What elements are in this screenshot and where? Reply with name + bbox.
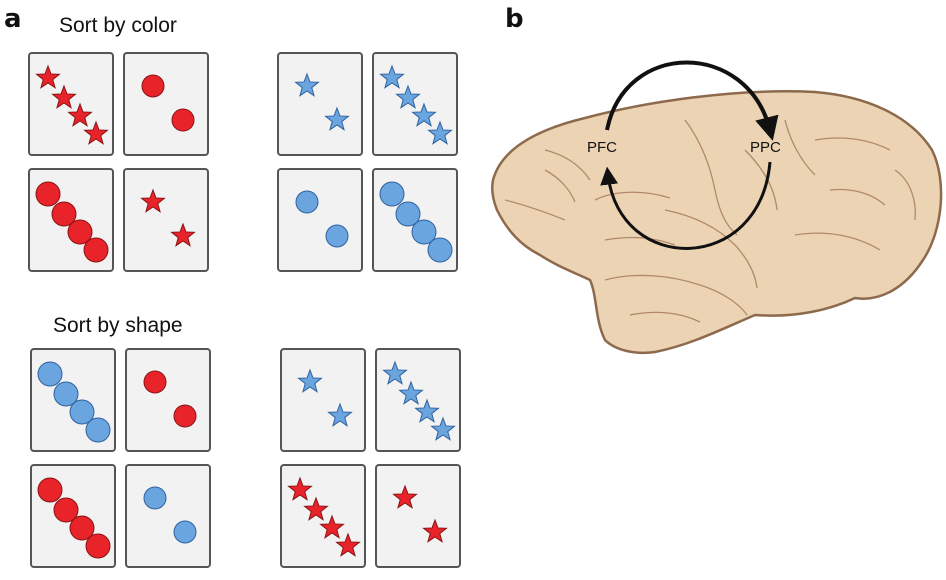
card-symbols xyxy=(392,484,448,543)
red-circle-symbol xyxy=(141,74,165,98)
blue-star-symbol xyxy=(414,398,440,423)
card xyxy=(280,348,366,452)
card xyxy=(28,168,114,272)
red-circle-symbol xyxy=(83,237,109,263)
blue-star-symbol xyxy=(294,72,320,97)
blue-star-symbol xyxy=(395,84,421,109)
card-symbols xyxy=(294,72,350,131)
card-symbols xyxy=(141,74,195,132)
blue-star-symbol xyxy=(297,368,323,393)
red-circle-symbol xyxy=(53,497,79,523)
blue-star-symbol xyxy=(427,120,453,145)
blue-circle-symbol xyxy=(173,520,197,544)
blue-star-symbol xyxy=(379,64,405,89)
card-symbols xyxy=(382,360,456,441)
red-circle-symbol xyxy=(37,477,63,503)
card-symbols xyxy=(140,188,196,247)
card xyxy=(30,348,116,452)
card xyxy=(28,52,114,156)
card xyxy=(280,464,366,568)
ppc-label: PPC xyxy=(750,139,781,156)
card xyxy=(125,464,211,568)
red-circle-symbol xyxy=(35,181,61,207)
red-star-symbol xyxy=(170,222,196,247)
sort-by-color-title: Sort by color xyxy=(59,14,177,37)
red-star-symbol xyxy=(335,532,361,557)
red-star-symbol xyxy=(303,496,329,521)
card-symbols xyxy=(37,477,111,559)
red-star-symbol xyxy=(35,64,61,89)
blue-star-symbol xyxy=(411,102,437,127)
blue-star-symbol xyxy=(382,360,408,385)
blue-star-symbol xyxy=(398,380,424,405)
red-circle-symbol xyxy=(51,201,77,227)
red-circle-symbol xyxy=(171,108,195,132)
red-star-symbol xyxy=(67,102,93,127)
card xyxy=(372,52,458,156)
card-symbols xyxy=(37,361,111,443)
red-circle-symbol xyxy=(85,533,111,559)
arrow-pfc-to-ppc xyxy=(605,60,779,141)
red-circle-symbol xyxy=(173,404,197,428)
red-circle-symbol xyxy=(69,515,95,541)
card-symbols xyxy=(297,368,353,427)
red-circle-symbol xyxy=(143,370,167,394)
card-symbols xyxy=(287,476,361,557)
blue-circle-symbol xyxy=(411,219,437,245)
blue-star-symbol xyxy=(430,416,456,441)
red-star-symbol xyxy=(422,518,448,543)
blue-circle-symbol xyxy=(37,361,63,387)
blue-circle-symbol xyxy=(379,181,405,207)
card xyxy=(30,464,116,568)
panel-a-label: a xyxy=(4,4,22,34)
card xyxy=(123,52,209,156)
card-symbols xyxy=(379,64,453,145)
panel-b-label: b xyxy=(505,4,524,34)
card-symbols xyxy=(35,64,109,145)
blue-circle-symbol xyxy=(395,201,421,227)
blue-circle-symbol xyxy=(53,381,79,407)
card xyxy=(375,348,461,452)
red-star-symbol xyxy=(140,188,166,213)
card-symbols xyxy=(295,190,349,248)
red-star-symbol xyxy=(51,84,77,109)
card xyxy=(277,52,363,156)
blue-circle-symbol xyxy=(143,486,167,510)
arrow-ppc-to-pfc xyxy=(600,161,772,250)
card-symbols xyxy=(143,486,197,544)
red-star-symbol xyxy=(392,484,418,509)
card-symbols xyxy=(143,370,197,428)
card xyxy=(125,348,211,452)
card xyxy=(375,464,461,568)
card xyxy=(277,168,363,272)
card-symbols xyxy=(379,181,453,263)
blue-circle-symbol xyxy=(85,417,111,443)
pfc-label: PFC xyxy=(587,139,617,156)
brain-outline xyxy=(490,90,943,355)
blue-circle-symbol xyxy=(427,237,453,263)
red-circle-symbol xyxy=(67,219,93,245)
blue-circle-symbol xyxy=(295,190,319,214)
card-symbols xyxy=(35,181,109,263)
brain-diagram: PFC PPC xyxy=(490,60,943,355)
red-star-symbol xyxy=(319,514,345,539)
card xyxy=(372,168,458,272)
sort-by-shape-title: Sort by shape xyxy=(53,314,183,337)
blue-circle-symbol xyxy=(325,224,349,248)
red-star-symbol xyxy=(83,120,109,145)
blue-star-symbol xyxy=(324,106,350,131)
card xyxy=(123,168,209,272)
red-star-symbol xyxy=(287,476,313,501)
blue-star-symbol xyxy=(327,402,353,427)
blue-circle-symbol xyxy=(69,399,95,425)
